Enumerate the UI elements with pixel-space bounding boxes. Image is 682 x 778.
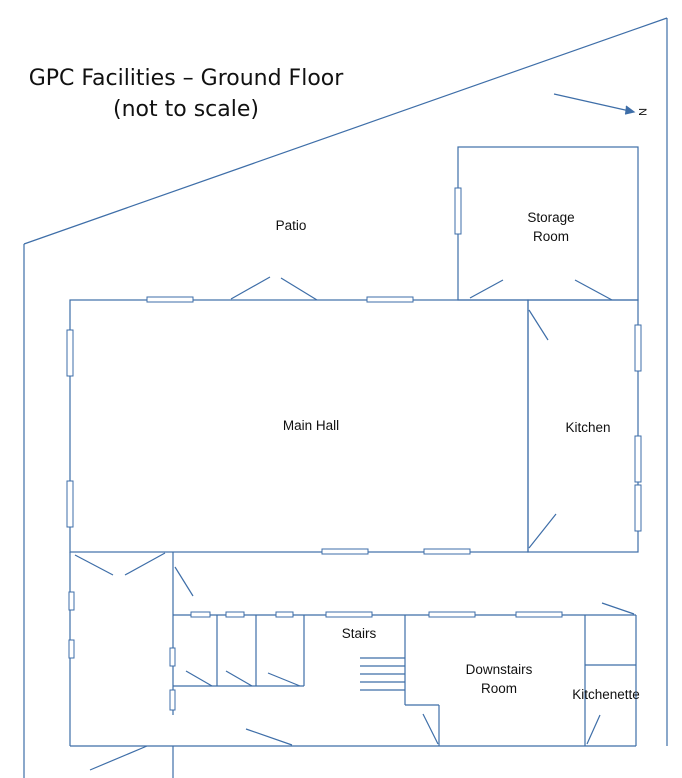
room-label-patio: Patio: [275, 218, 307, 233]
storage-label-line2: Room: [532, 229, 569, 244]
room-label-stairs: Stairs: [341, 626, 377, 641]
window: [68, 591, 75, 611]
window: [146, 296, 194, 303]
window: [366, 296, 414, 303]
windows: [66, 187, 642, 711]
room-label-storage: Storage Room: [510, 208, 592, 246]
room-label-downstairs: Downstairs Room: [451, 660, 547, 698]
downstairs-room-walls: [404, 615, 440, 746]
window: [66, 480, 74, 528]
page-subtitle: (not to scale): [113, 97, 259, 122]
small-rooms-walls: [173, 615, 305, 687]
window: [275, 611, 294, 618]
window: [225, 611, 245, 618]
window: [634, 484, 642, 532]
window: [169, 647, 176, 667]
window: [190, 611, 211, 618]
window: [428, 611, 476, 618]
window: [515, 611, 563, 618]
window: [325, 611, 373, 618]
kitchenette-walls: [584, 602, 636, 746]
room-label-main-hall: Main Hall: [282, 418, 340, 433]
window: [634, 435, 642, 483]
downstairs-label-line2: Room: [480, 681, 517, 696]
page-title: GPC Facilities – Ground Floor: [28, 66, 344, 91]
main-hall-walls: [69, 276, 529, 553]
room-label-kitchenette: Kitchenette: [572, 687, 640, 702]
stairs-treads: [360, 657, 405, 691]
window: [68, 639, 75, 659]
room-label-kitchen: Kitchen: [565, 420, 611, 435]
window: [454, 187, 462, 235]
downstairs-label-line1: Downstairs: [465, 662, 533, 677]
window: [634, 324, 642, 372]
window: [66, 329, 74, 377]
north-arrow: [553, 93, 636, 115]
window: [423, 548, 471, 555]
window: [169, 689, 176, 711]
site-boundary: [23, 17, 668, 778]
north-label: N: [635, 108, 648, 116]
window: [321, 548, 369, 555]
kitchen-walls: [527, 299, 639, 553]
lower-annex-walls: [69, 552, 637, 778]
storage-label-line1: Storage: [527, 210, 575, 225]
